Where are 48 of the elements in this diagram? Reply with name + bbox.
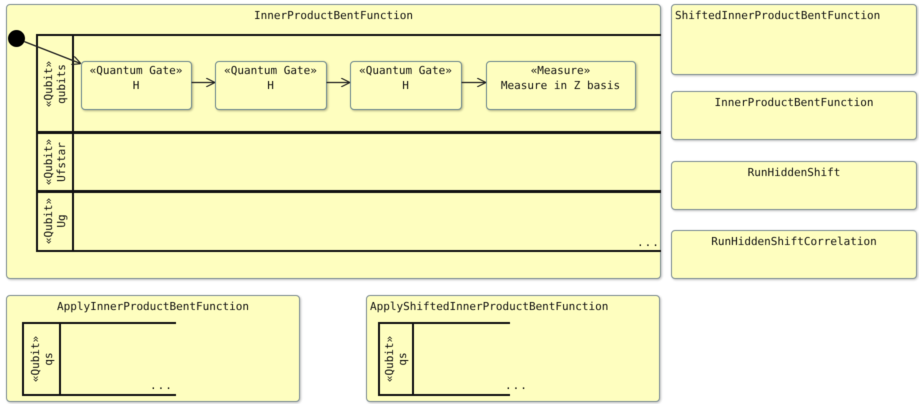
frame-title: ApplyInnerProductBentFunction	[56, 300, 250, 313]
action-box	[486, 60, 636, 110]
arrow	[192, 77, 216, 88]
lane-name: qs	[396, 352, 409, 366]
initial-node	[8, 30, 25, 47]
action-name: H	[267, 78, 274, 92]
stereotype-label: «Qubit»	[28, 336, 42, 382]
stereotype-label: «Quantum Gate»	[359, 62, 452, 78]
stereotype-label: «Measure»	[530, 62, 590, 78]
ellipsis-label: ...	[637, 236, 660, 249]
action-name: H	[402, 78, 409, 92]
arrow	[326, 77, 351, 88]
lane-name: Ug	[55, 214, 68, 228]
diagram-frame	[6, 4, 661, 279]
diagram-frame	[671, 91, 917, 140]
stereotype-label: «Qubit»	[42, 198, 55, 244]
diagram-frame	[671, 4, 917, 75]
swimlane	[36, 190, 661, 252]
lane-name: qs	[42, 352, 54, 366]
action-box	[214, 60, 326, 110]
frame-title: ShiftedInnerProductBentFunction	[675, 9, 880, 22]
lane-name: Ufstar	[55, 142, 68, 182]
action-box	[350, 60, 462, 110]
frame-title: ApplyShiftedInnerProductBentFunction	[370, 300, 608, 313]
swimlane	[36, 131, 661, 193]
stereotype-label: «Qubit»	[42, 60, 55, 108]
diagram-frame	[6, 295, 300, 402]
arrow	[462, 77, 487, 88]
diagram-frame	[671, 230, 917, 279]
swimlane	[22, 322, 176, 396]
frame-title: RunHiddenShift	[746, 166, 842, 179]
action-box	[80, 60, 192, 110]
ellipsis-label: ...	[150, 379, 173, 392]
frame-title: InnerProductBentFunction	[714, 96, 874, 109]
stereotype-label: «Quantum Gate»	[90, 62, 182, 78]
swimlane	[378, 322, 510, 396]
diagram-frame	[366, 295, 660, 402]
action-name: Measure in Z basis	[500, 78, 620, 92]
action-name: H	[132, 78, 140, 92]
diagram-frame	[671, 161, 917, 210]
swimlane	[36, 34, 661, 134]
lane-name: qubits	[55, 64, 68, 104]
ellipsis-label: ...	[505, 379, 528, 392]
stereotype-label: «Quantum Gate»	[224, 62, 317, 78]
frame-title: RunHiddenShiftCorrelation	[710, 235, 878, 248]
frame-title: InnerProductBentFunction	[253, 9, 414, 22]
stereotype-label: «Qubit»	[383, 336, 396, 382]
stereotype-label: «Qubit»	[42, 138, 55, 186]
